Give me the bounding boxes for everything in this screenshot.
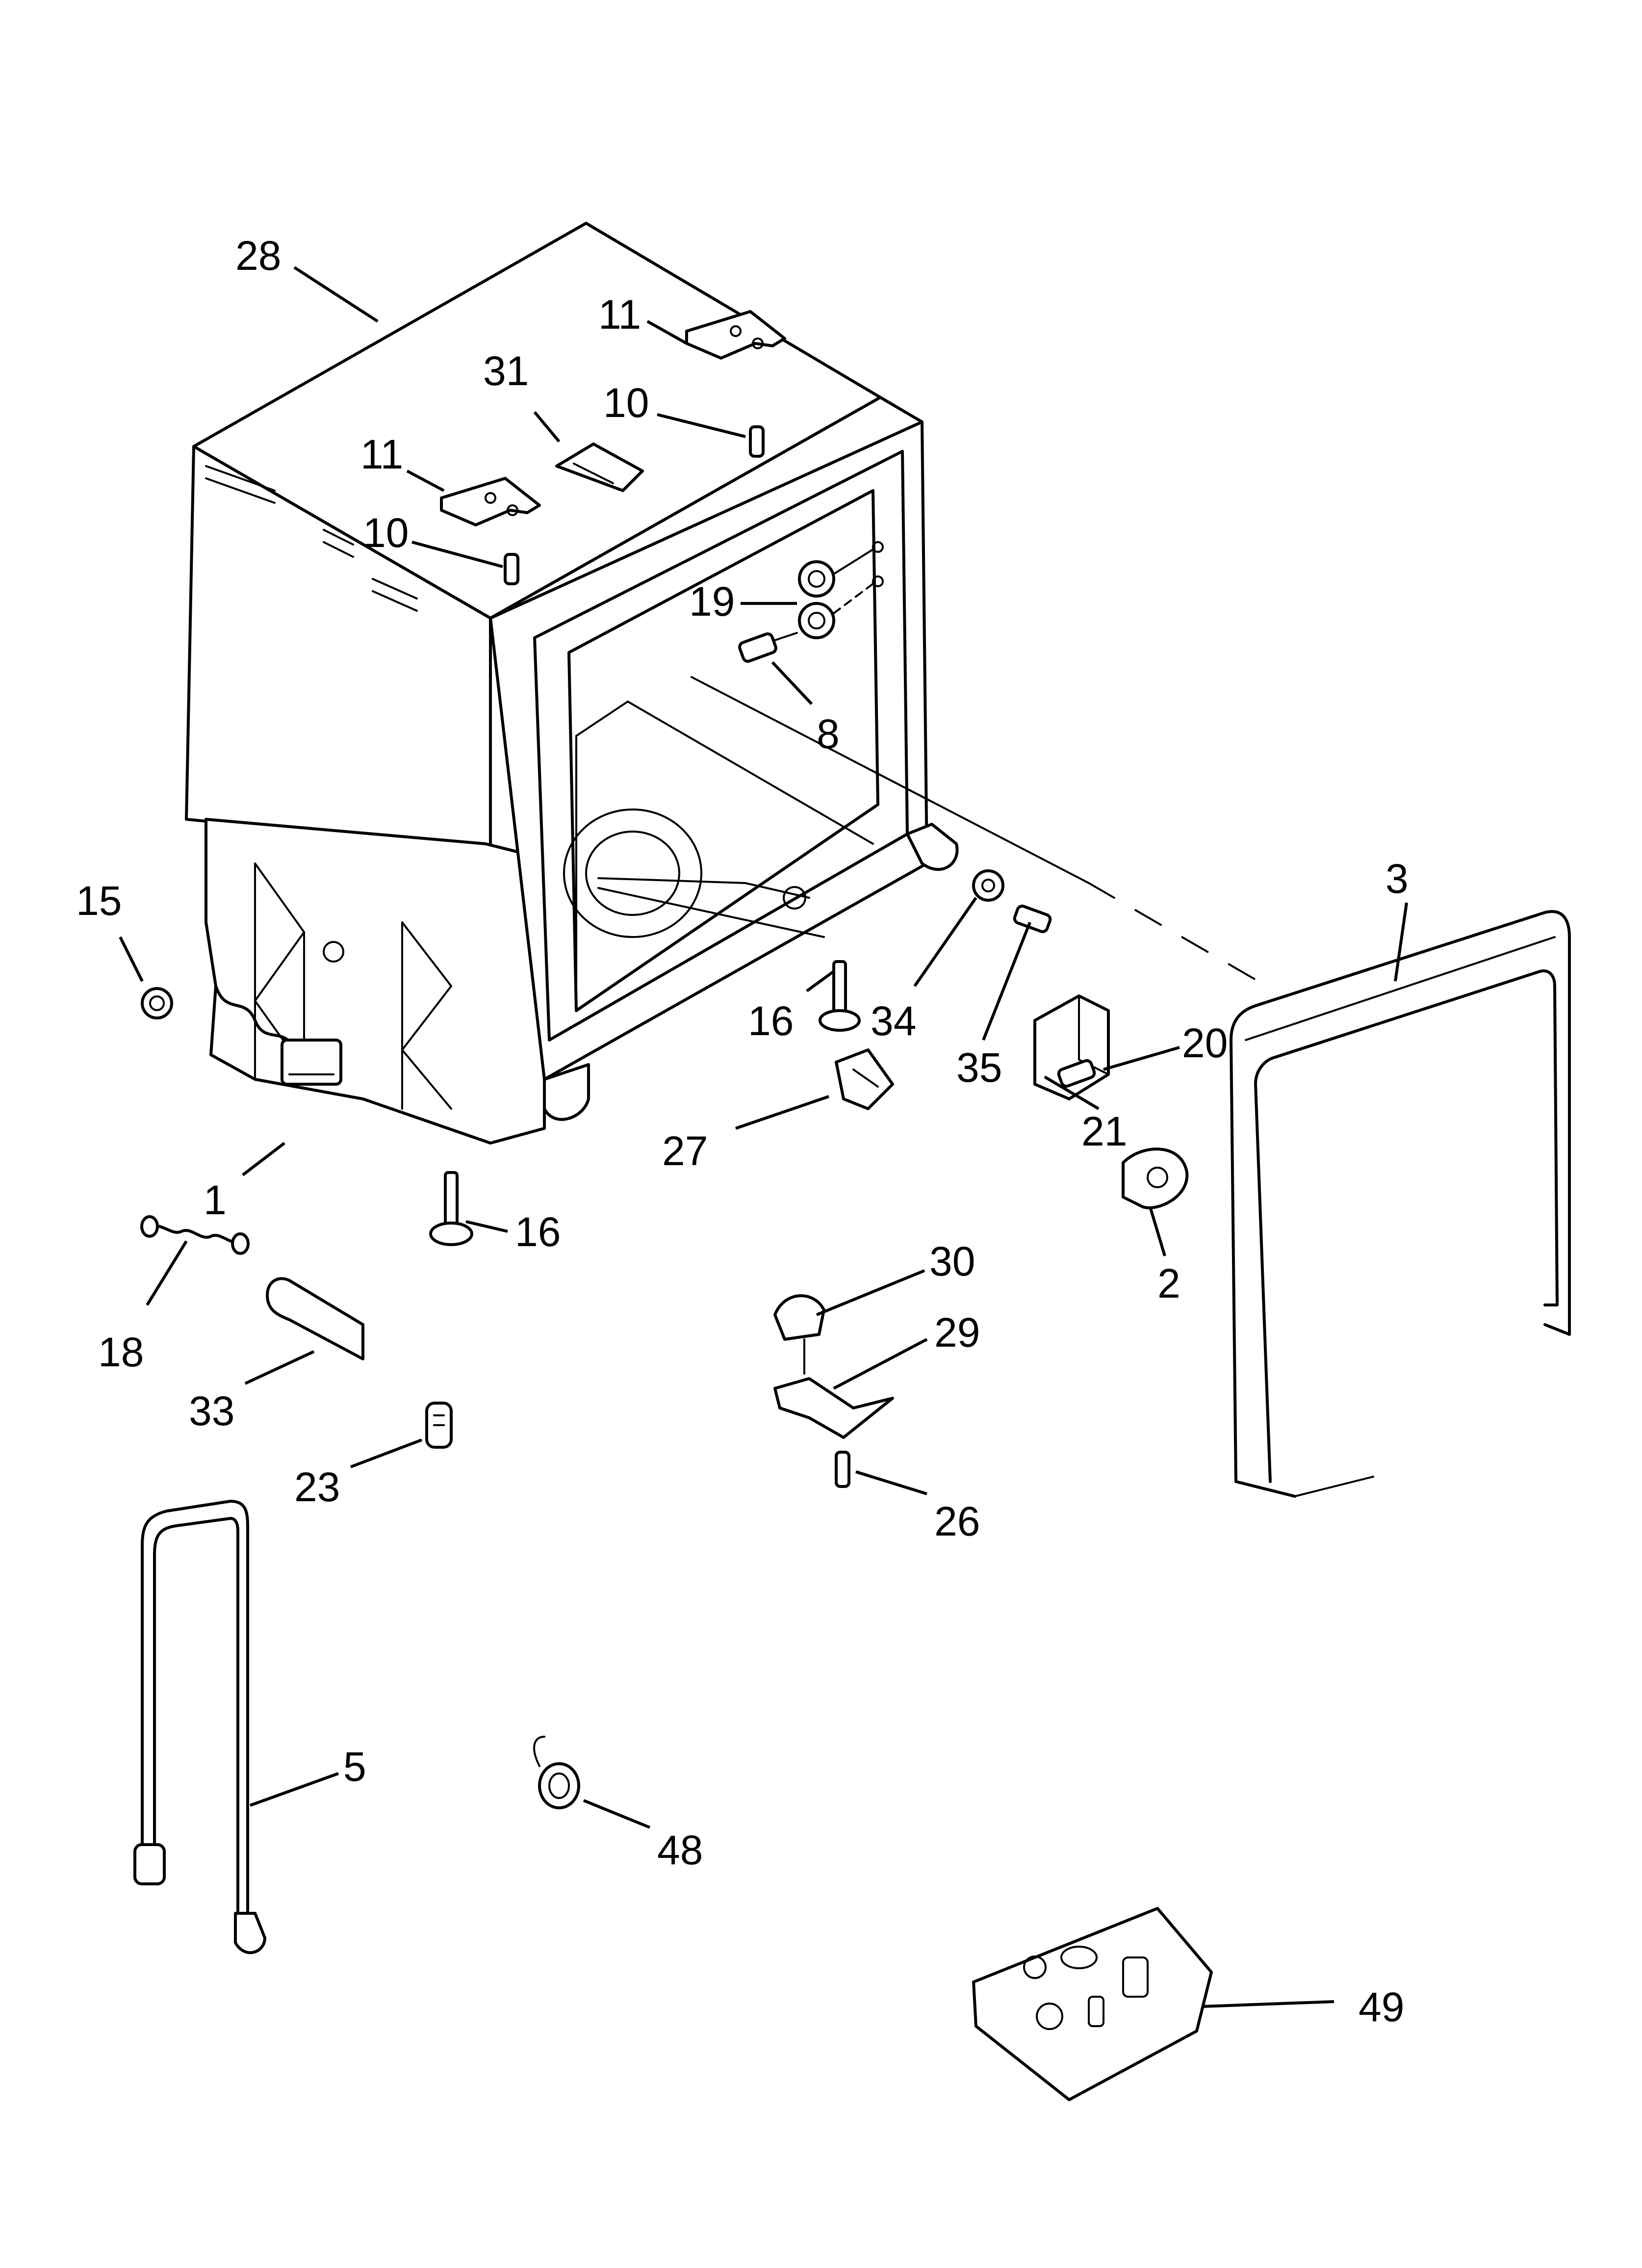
- plate-31: [555, 443, 644, 492]
- callout-20: 20: [1182, 1020, 1228, 1066]
- callout-30: 30: [929, 1238, 975, 1284]
- drain-hose-5: [133, 1500, 266, 1955]
- callout-33: 33: [189, 1388, 234, 1434]
- screw-8: [738, 632, 798, 663]
- callout-28: 28: [235, 233, 281, 279]
- bracket-29: [773, 1377, 894, 1439]
- switch-30: [773, 1294, 825, 1375]
- door-gasket-3: [1230, 910, 1571, 1498]
- callout-21: 21: [1081, 1108, 1127, 1154]
- callout-49: 49: [1359, 1984, 1404, 2030]
- callout-2: 2: [1157, 1260, 1180, 1306]
- parts-bag-49: [972, 1907, 1213, 2101]
- callout-18: 18: [98, 1329, 144, 1375]
- grommet-15: [141, 987, 173, 1019]
- callout-labels: 28 11 31 10 11 10 19 8 15 3 1 16 34 20 3…: [76, 233, 1409, 2030]
- screw-right: [749, 425, 765, 458]
- hinge-bracket-left: [440, 477, 541, 526]
- screw-35: [1013, 904, 1052, 934]
- callout-19: 19: [689, 578, 735, 625]
- callout-arrows: [119, 266, 1408, 2008]
- bushings-19: [798, 541, 884, 639]
- callout-8: 8: [817, 711, 840, 757]
- callout-5: 5: [343, 1744, 366, 1790]
- latch-2: [1122, 1147, 1189, 1209]
- callout-35: 35: [956, 1044, 1002, 1091]
- callout-16: 16: [515, 1209, 561, 1255]
- callout-11: 11: [598, 291, 641, 338]
- grommet-23: [425, 1402, 453, 1449]
- leveling-leg-16-upper: [819, 960, 861, 1032]
- callout-11: 11: [360, 431, 403, 477]
- coil-48: [533, 1736, 580, 1809]
- callout-16: 16: [748, 998, 794, 1044]
- spring-18: [140, 1215, 250, 1255]
- callout-10: 10: [363, 510, 409, 556]
- leveling-leg-16-lower: [429, 1171, 473, 1246]
- callout-3: 3: [1385, 856, 1409, 902]
- callout-1: 1: [204, 1177, 227, 1223]
- clip-27: [835, 1048, 894, 1110]
- callout-48: 48: [657, 1827, 703, 1873]
- screw-20: [1057, 1059, 1096, 1088]
- callout-27: 27: [662, 1128, 708, 1174]
- screw-26: [835, 1451, 850, 1488]
- callout-23: 23: [294, 1464, 340, 1510]
- hinge-bracket-right: [685, 310, 786, 360]
- screw-left: [504, 553, 519, 585]
- callout-26: 26: [934, 1498, 980, 1544]
- star-nut-34: [972, 869, 1004, 902]
- pad-33: [266, 1277, 364, 1360]
- callout-34: 34: [871, 998, 916, 1044]
- callout-15: 15: [76, 878, 122, 924]
- callout-31: 31: [483, 348, 529, 394]
- callout-29: 29: [934, 1309, 980, 1356]
- callout-10: 10: [603, 380, 649, 426]
